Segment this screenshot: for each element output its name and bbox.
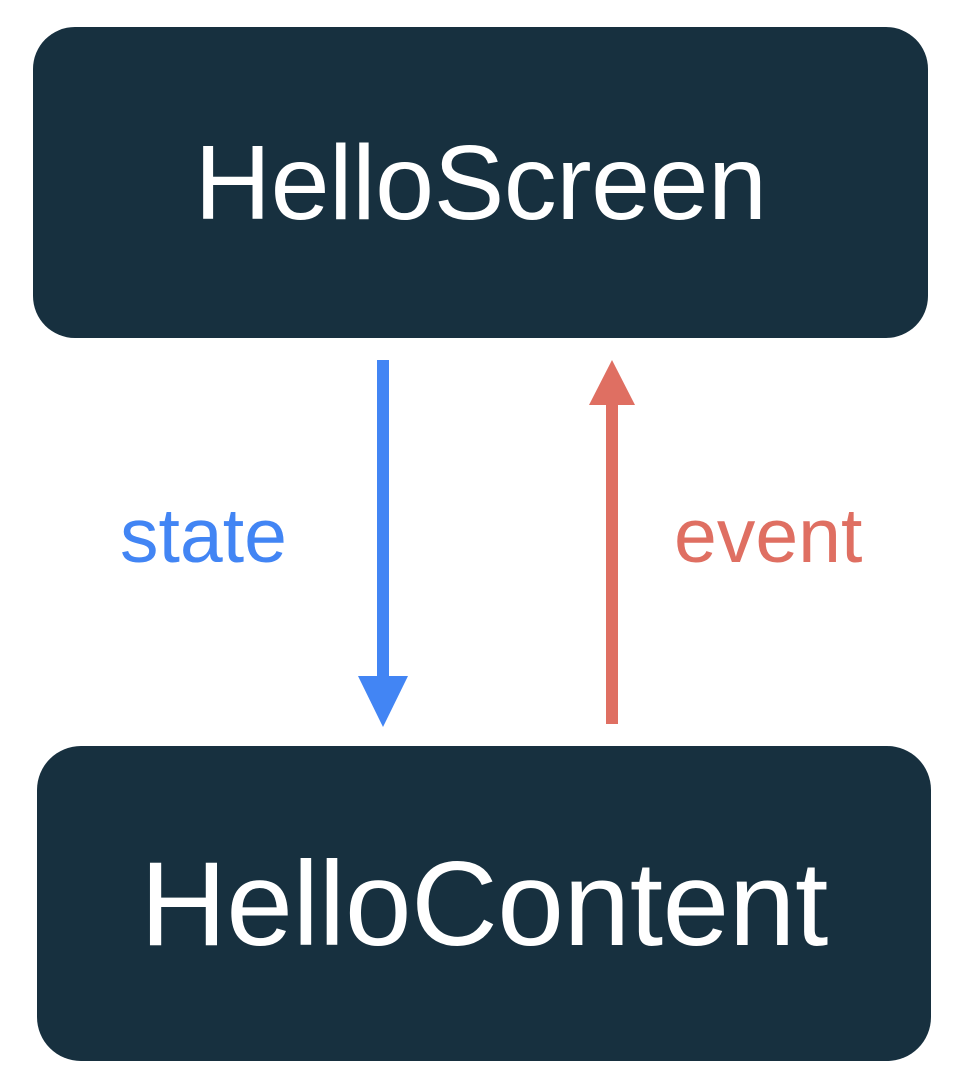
edge-state-shaft [377,360,389,678]
edge-event-shaft [606,404,618,724]
edge-label-state: state [120,493,287,579]
edge-event-arrowhead-icon [589,360,635,405]
node-hello-screen-label: HelloScreen [194,123,767,242]
edge-state-arrow [358,360,408,727]
edge-label-event: event [674,493,863,579]
node-hello-content[interactable]: HelloContent [37,746,931,1061]
edge-event-arrow [589,360,635,724]
node-hello-content-label: HelloContent [140,836,828,971]
node-hello-screen[interactable]: HelloScreen [33,27,928,338]
edge-state-arrowhead-icon [358,676,408,727]
